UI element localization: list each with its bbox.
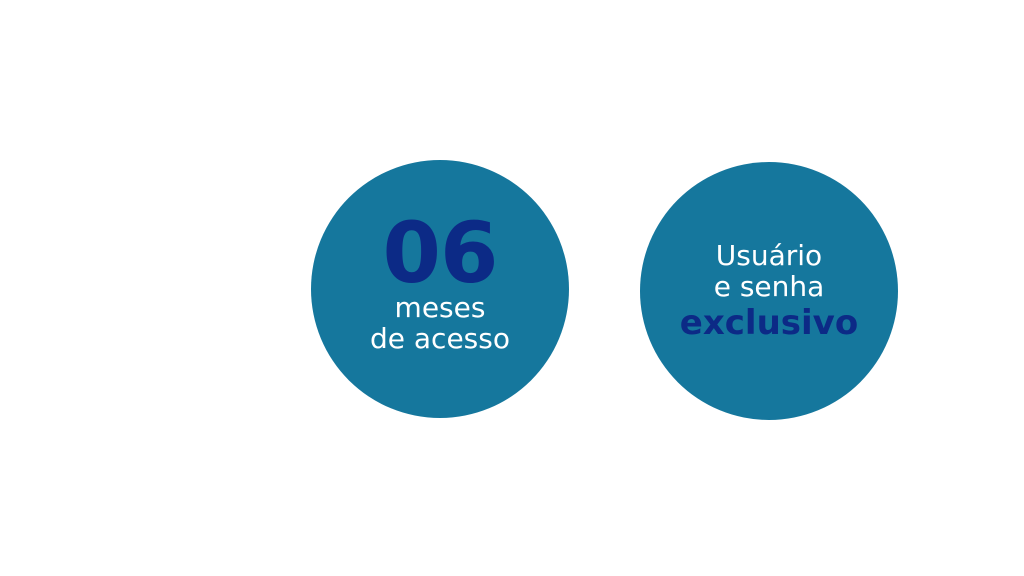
access-label: de acesso [370, 322, 510, 355]
credentials-circle: Usuário e senha exclusivo [640, 162, 898, 420]
months-number: 06 [382, 204, 499, 302]
user-label: Usuário [715, 239, 823, 272]
months-label: meses [394, 291, 486, 324]
exclusive-label: exclusivo [679, 303, 859, 343]
password-label: e senha [713, 270, 825, 303]
access-duration-circle: 06 meses de acesso [311, 160, 569, 418]
